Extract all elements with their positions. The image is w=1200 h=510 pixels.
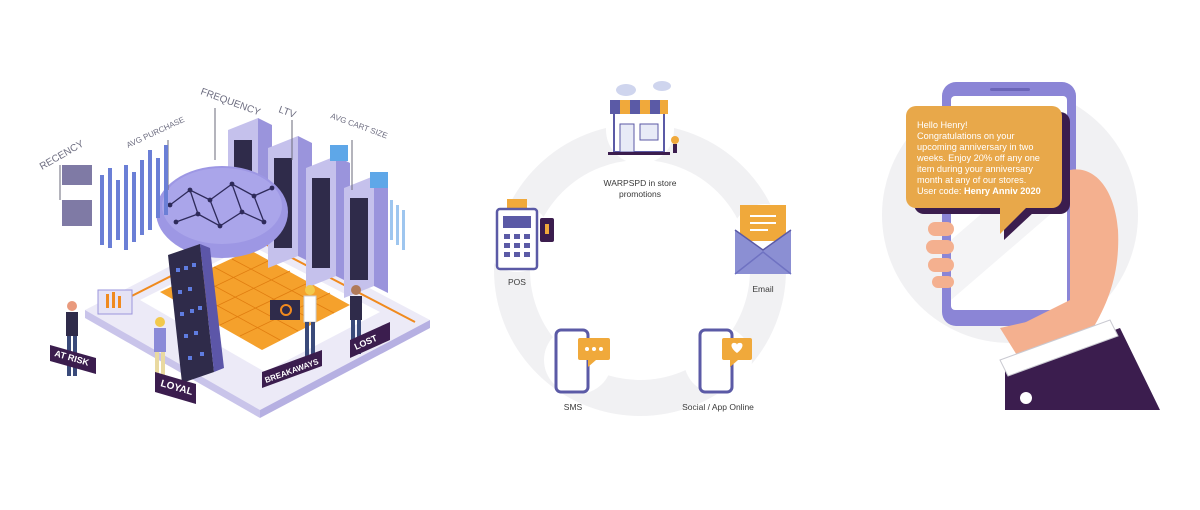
channel-label-sms: SMS (563, 402, 583, 412)
message-code-line: User code: Henry Anniv 2020 (917, 186, 1057, 197)
message-code-value: Henry Anniv 2020 (963, 186, 1041, 196)
sms-phone-icon (554, 328, 610, 394)
message-text: Hello Henry! Congratulations on your upc… (917, 120, 1057, 197)
channel-label-social-app-online: Social / App Online (682, 402, 754, 412)
message-line: Congratulations on your (917, 131, 1015, 141)
person-loyal (154, 317, 166, 392)
phone-message-scene (882, 82, 1160, 410)
metric-panels (62, 145, 405, 250)
email-envelope-icon (734, 205, 792, 275)
segment-tag-lost: LOST (350, 322, 390, 358)
pos-terminal-icon (495, 199, 554, 271)
store-icon (608, 81, 679, 155)
channel-label-pos: POS (508, 277, 526, 287)
brain-icon (156, 166, 288, 258)
sleeve (999, 319, 1160, 410)
message-line: upcoming anniversary in two (917, 142, 1034, 152)
segment-tag-loyal: LOYAL (155, 372, 196, 404)
metric-label-avg-cart-size: AVG CART SIZE (329, 111, 388, 140)
message-code-prefix: User code: (917, 186, 964, 196)
metric-label-frequency: FREQUENCY (199, 86, 262, 118)
channel-cycle (483, 81, 799, 416)
social-app-phone-icon (698, 328, 752, 394)
message-line: Hello Henry! (917, 120, 968, 130)
metric-label-avg-purchase: AVG PURCHASE (125, 115, 186, 150)
hand-icon (926, 169, 1119, 360)
channel-label-store-promotions: WARPSPD in store promotions (603, 178, 677, 199)
analytics-scene: RECENCY AVG PURCHASE FREQUENCY LTV AVG C… (38, 86, 430, 418)
speech-bubble (906, 106, 1070, 240)
message-line: weeks. Enjoy 20% off any one (917, 153, 1040, 163)
channel-label-email: Email (752, 284, 774, 294)
metric-label-ltv: LTV (277, 104, 298, 120)
message-line: month at any of our stores. (917, 175, 1027, 185)
message-line: item during your anniversary (917, 164, 1033, 174)
person-breakaways (270, 285, 317, 368)
phone-tower (168, 244, 224, 383)
